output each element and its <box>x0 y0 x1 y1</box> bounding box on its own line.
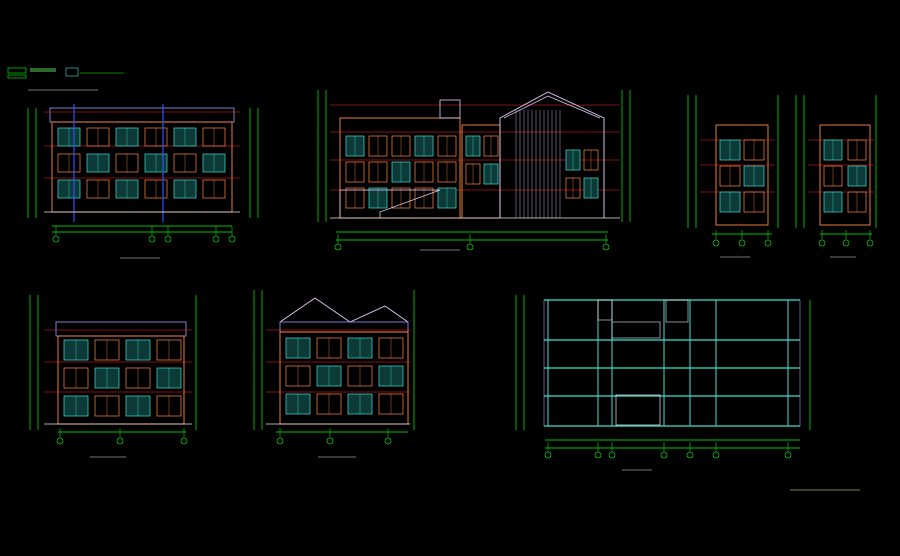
axis-bubble <box>602 243 610 251</box>
legend-swatch <box>30 68 56 72</box>
section-drawing <box>515 295 860 491</box>
axis-bubble <box>594 451 602 459</box>
axis-bubble <box>276 437 284 445</box>
elevation-drawing-1 <box>27 104 259 259</box>
axis-bubble <box>738 239 746 247</box>
axis-bubble <box>384 437 392 445</box>
elevation-drawing-5 <box>29 295 197 458</box>
axis-bubble <box>164 235 172 243</box>
axis-bubble <box>466 243 474 251</box>
axis-bubble <box>180 437 188 445</box>
axis-bubble <box>712 451 720 459</box>
axis-bubble <box>764 239 772 247</box>
elevation-drawing-3 <box>687 95 779 258</box>
axis-bubble <box>148 235 156 243</box>
legend <box>7 67 124 91</box>
axis-bubble <box>784 451 792 459</box>
axis-bubble <box>544 451 552 459</box>
axis-bubble <box>608 451 616 459</box>
axis-bubble <box>326 437 334 445</box>
axis-bubble <box>818 239 826 247</box>
axis-bubble <box>660 451 668 459</box>
axis-bubble <box>686 451 694 459</box>
glass-legend-icon <box>65 67 79 77</box>
axis-bubble <box>866 239 874 247</box>
axis-bubble <box>56 437 64 445</box>
axis-bubble <box>228 235 236 243</box>
elevation-drawing-4 <box>795 95 877 258</box>
axis-bubble <box>116 437 124 445</box>
axis-bubble <box>212 235 220 243</box>
elevation-drawing-6 <box>253 290 415 458</box>
axis-bubble <box>52 235 60 243</box>
axis-bubble <box>712 239 720 247</box>
axis-bubble <box>334 243 342 251</box>
axis-bubble <box>842 239 850 247</box>
elevation-drawing-2 <box>317 90 631 251</box>
